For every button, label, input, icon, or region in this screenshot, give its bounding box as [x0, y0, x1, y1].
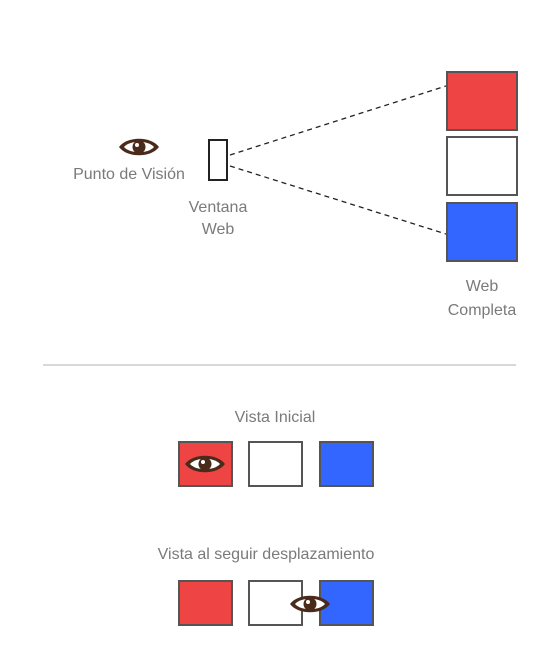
scroll-block-red — [178, 580, 233, 626]
web-window-frame — [208, 139, 228, 181]
full-web-block-white — [446, 136, 518, 196]
projection-line-top — [229, 85, 447, 156]
scroll-view-label: Vista al seguir desplazamiento — [158, 546, 375, 563]
web-window-label-line1: Ventana — [189, 199, 248, 216]
projection-line-bottom — [229, 165, 447, 235]
full-web-label-line1: Web — [466, 278, 499, 295]
full-web-label-line2: Completa — [448, 302, 517, 319]
initial-block-blue — [319, 441, 374, 487]
full-web-block-red — [446, 71, 518, 131]
viewpoint-label: Punto de Visión — [73, 166, 185, 183]
initial-block-white — [248, 441, 303, 487]
full-web-block-blue — [446, 202, 518, 262]
initial-view-label: Vista Inicial — [235, 409, 316, 426]
web-window-label-line2: Web — [202, 221, 235, 238]
viewpoint-eye-icon — [119, 138, 159, 156]
